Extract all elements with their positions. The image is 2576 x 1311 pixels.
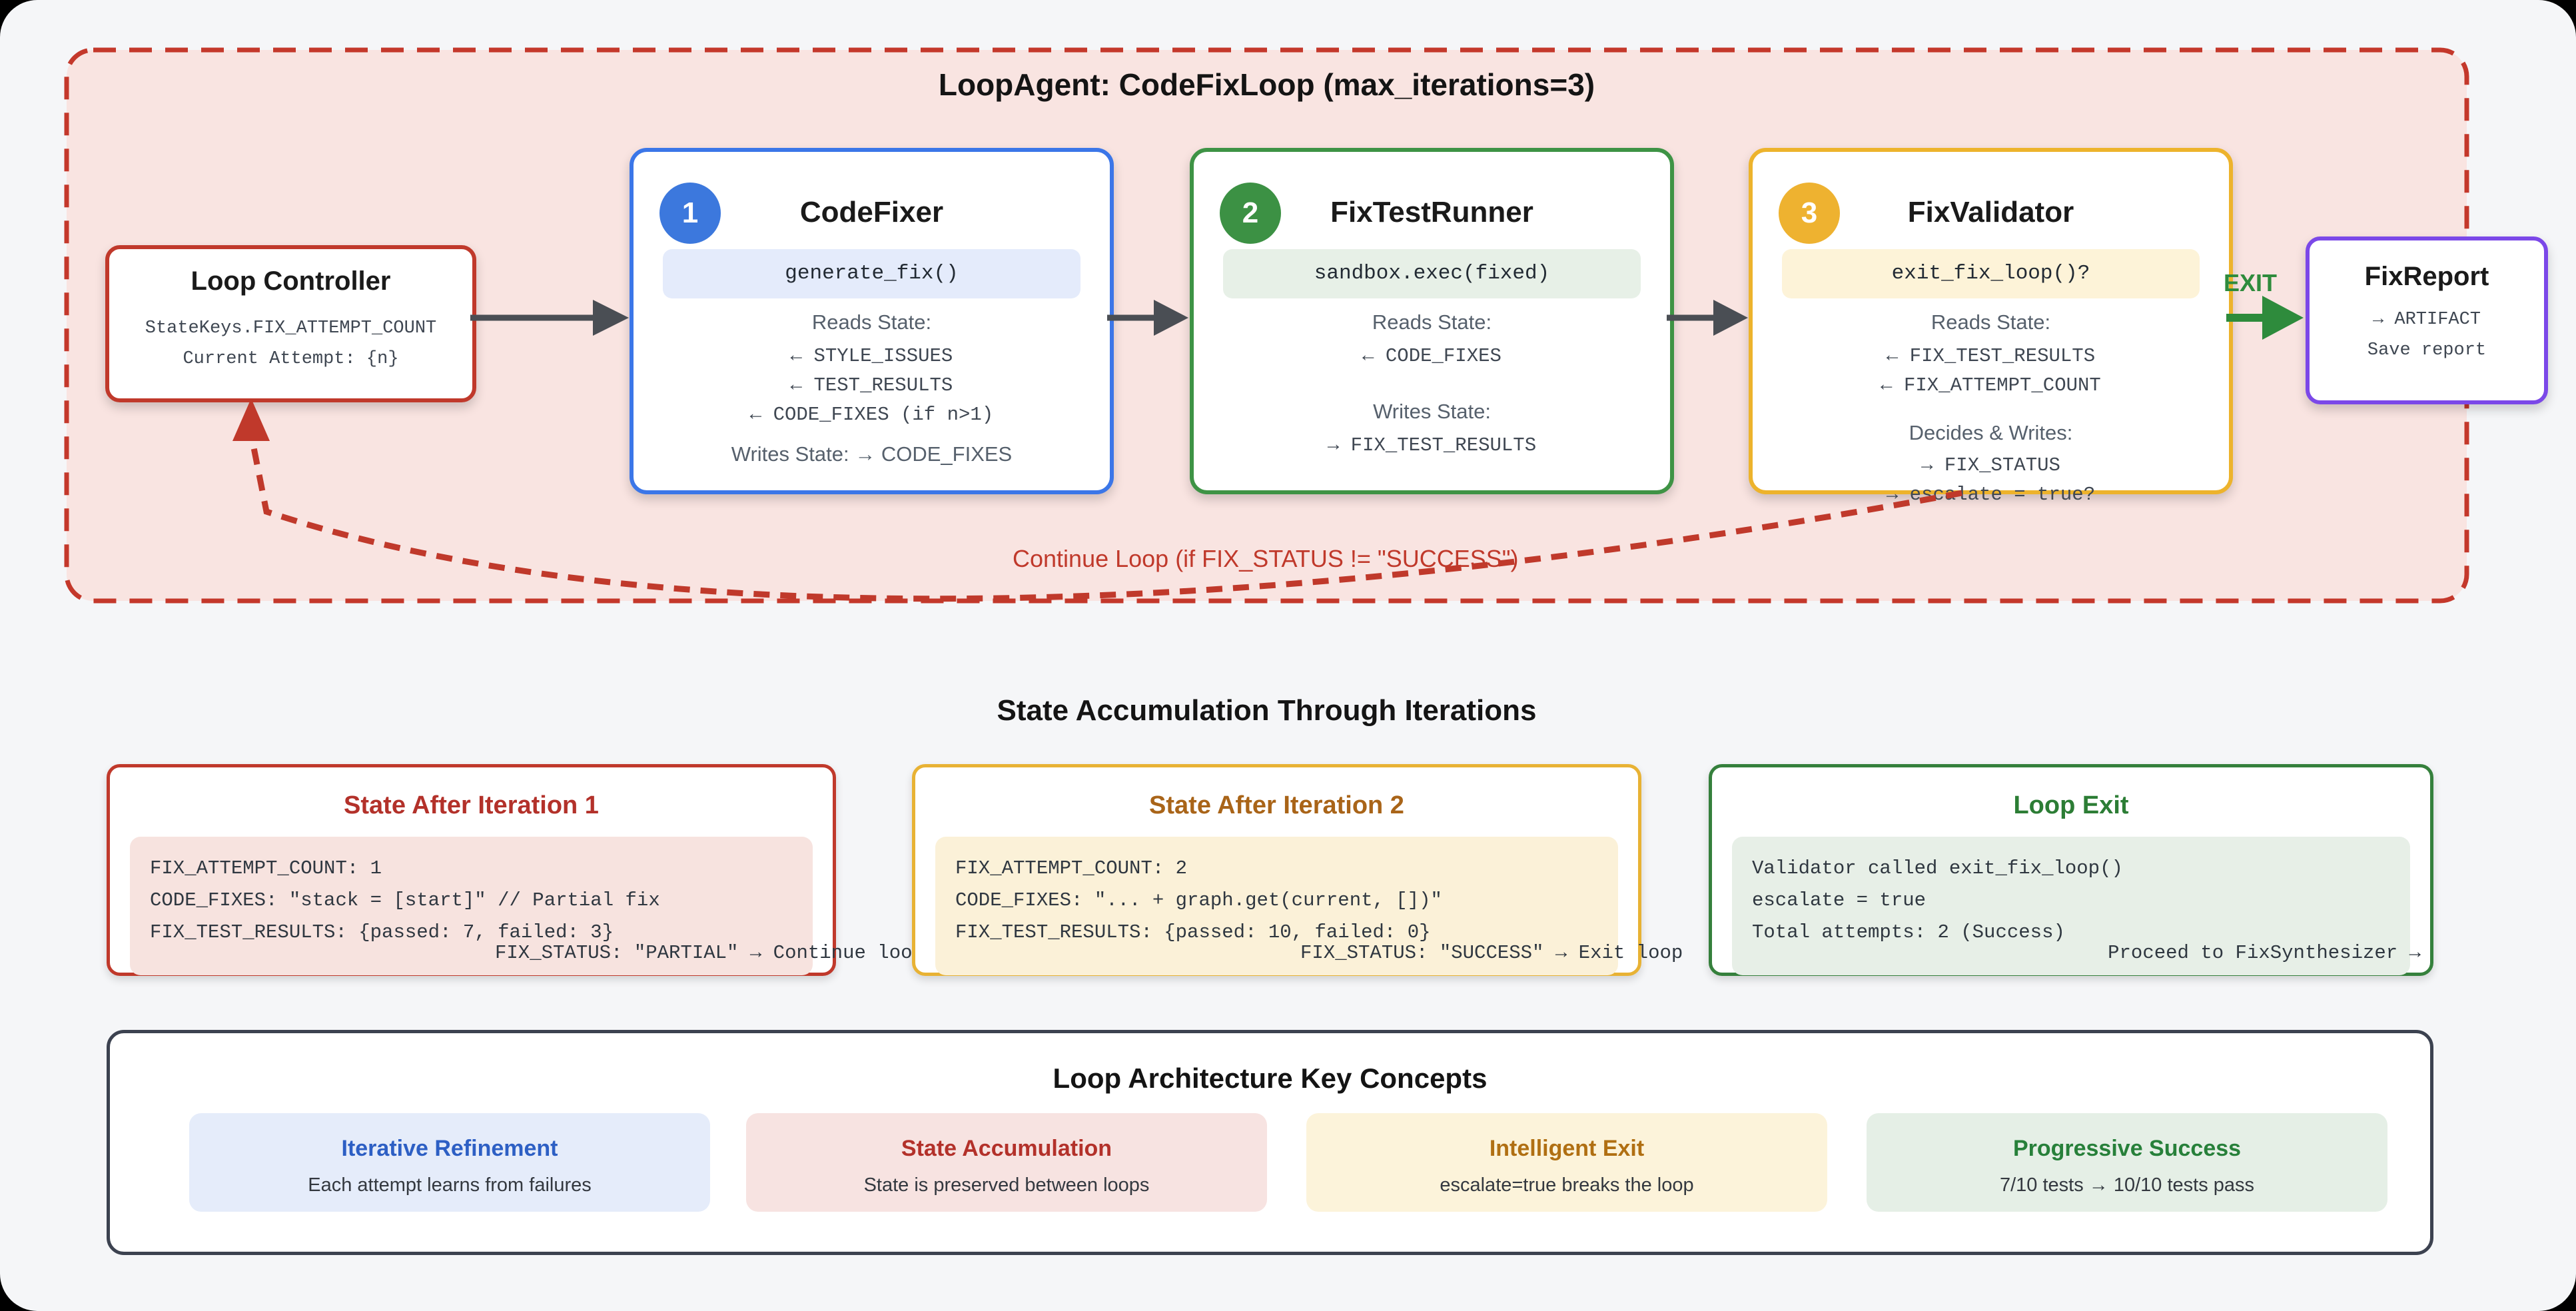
concept-card-desc: escalate=true breaks the loop xyxy=(1440,1174,1694,1196)
state-box-loop-exit: Loop Exit Validator called exit_fix_loop… xyxy=(1709,764,2433,976)
state-box-2-code: FIX_ATTEMPT_COUNT: 2 CODE_FIXES: "... + … xyxy=(935,837,1618,975)
state-box-2-title: State After Iteration 2 xyxy=(1149,791,1404,819)
codefixer-reads-item: ← STYLE_ISSUES xyxy=(790,345,953,367)
concept-card-desc: 7/10 tests → 10/10 tests pass xyxy=(1999,1174,2255,1196)
state-box-iteration-2: State After Iteration 2 FIX_ATTEMPT_COUN… xyxy=(912,764,1683,976)
fixvalidator-title: FixValidator xyxy=(1907,196,2074,228)
exit-arrow xyxy=(2226,296,2304,340)
exit-label: EXIT xyxy=(2224,269,2278,296)
loop-controller-box: Loop Controller StateKeys.FIX_ATTEMPT_CO… xyxy=(105,245,476,402)
fixtestrunner-method-pill: sandbox.exec(fixed) xyxy=(1223,249,1641,298)
fixvalidator-writes-label: Decides & Writes: xyxy=(1909,421,2073,444)
continue-loop-dashed-arrow xyxy=(232,398,1962,602)
step-3-badge: 3 xyxy=(1779,183,1840,244)
loop-controller-statekey: StateKeys.FIX_ATTEMPT_COUNT xyxy=(145,318,437,338)
loop-controller-title: Loop Controller xyxy=(191,266,391,296)
concept-card-state-accumulation: State Accumulation State is preserved be… xyxy=(746,1113,1267,1212)
loop-controller-attempt: Current Attempt: {n} xyxy=(183,349,399,369)
loop-container-title: LoopAgent: CodeFixLoop (max_iterations=3… xyxy=(938,67,1595,102)
state-box-iteration-1: State After Iteration 1 FIX_ATTEMPT_COUN… xyxy=(107,764,924,976)
concept-card-title: Iterative Refinement xyxy=(341,1136,558,1161)
fixtestrunner-reads-item: ← CODE_FIXES xyxy=(1362,345,1502,367)
state-box-1-code: FIX_ATTEMPT_COUNT: 1 CODE_FIXES: "stack … xyxy=(130,837,813,975)
codefixer-title: CodeFixer xyxy=(799,196,944,228)
fixtestrunner-writes-label: Writes State: xyxy=(1373,400,1491,423)
codefixer-reads-label: Reads State: xyxy=(811,310,932,334)
concept-card-intelligent-exit: Intelligent Exit escalate=true breaks th… xyxy=(1306,1113,1827,1212)
arrow-codefixer-to-fixtestrunner xyxy=(1107,300,1188,336)
codefixer-reads-item: ← TEST_RESULTS xyxy=(790,374,953,396)
code-line: Total attempts: 2 (Success) xyxy=(1752,921,2065,943)
code-line: CODE_FIXES: "stack = [start]" // Partial… xyxy=(150,889,660,911)
codefixer-reads-item: ← CODE_FIXES (if n>1) xyxy=(749,404,994,426)
fixtestrunner-writes-item: → FIX_TEST_RESULTS xyxy=(1327,434,1537,456)
concept-card-desc: State is preserved between loops xyxy=(863,1174,1150,1196)
state-box-1-outcome: FIX_STATUS: "PARTIAL" → Continue loop xyxy=(495,942,924,964)
fixtestrunner-reads-label: Reads State: xyxy=(1372,310,1492,334)
code-line: FIX_ATTEMPT_COUNT: 1 xyxy=(150,857,382,879)
concept-card-desc: Each attempt learns from failures xyxy=(308,1174,592,1196)
code-line: FIX_TEST_RESULTS: {passed: 10, failed: 0… xyxy=(955,921,1431,943)
fixvalidator-method-pill: exit_fix_loop()? xyxy=(1782,249,2200,298)
state-box-3-code: Validator called exit_fix_loop() escalat… xyxy=(1732,837,2410,975)
fixvalidator-reads-item: ← FIX_ATTEMPT_COUNT xyxy=(1881,374,2101,396)
code-line: CODE_FIXES: "... + graph.get(current, []… xyxy=(955,889,1442,911)
fixreport-save-line: Save report xyxy=(2367,340,2487,360)
continue-loop-label: Continue Loop (if FIX_STATUS != "SUCCESS… xyxy=(1013,545,1519,572)
fixtestrunner-title: FixTestRunner xyxy=(1330,196,1533,228)
key-concepts-title: Loop Architecture Key Concepts xyxy=(1053,1063,1488,1094)
codefixer-writes-label: Writes State: → CODE_FIXES xyxy=(731,442,1013,466)
state-box-1-title: State After Iteration 1 xyxy=(344,791,599,819)
fixreport-box: FixReport → ARTIFACT Save report xyxy=(2306,236,2548,404)
step-2-badge: 2 xyxy=(1220,183,1281,244)
state-section-title: State Accumulation Through Iterations xyxy=(997,694,1537,727)
arrow-fixtestrunner-to-fixvalidator xyxy=(1667,300,1748,336)
concept-card-iterative-refinement: Iterative Refinement Each attempt learns… xyxy=(189,1113,710,1212)
agent-box-fixtestrunner: 2 FixTestRunner sandbox.exec(fixed) Read… xyxy=(1190,148,1674,494)
agent-box-codefixer: 1 CodeFixer generate_fix() Reads State: … xyxy=(630,148,1114,494)
agent-box-fixvalidator: 3 FixValidator exit_fix_loop()? Reads St… xyxy=(1749,148,2233,506)
code-line: FIX_TEST_RESULTS: {passed: 7, failed: 3} xyxy=(150,921,614,943)
key-concepts-panel: Loop Architecture Key Concepts Iterative… xyxy=(107,1030,2433,1255)
fixreport-title: FixReport xyxy=(2364,262,2489,291)
codefixer-method-pill: generate_fix() xyxy=(663,249,1080,298)
code-line: FIX_ATTEMPT_COUNT: 2 xyxy=(955,857,1188,879)
code-line: escalate = true xyxy=(1752,889,1927,911)
step-1-badge: 1 xyxy=(659,183,721,244)
fixvalidator-reads-label: Reads State: xyxy=(1931,310,2051,334)
concept-card-title: Intelligent Exit xyxy=(1489,1136,1645,1161)
fixvalidator-reads-item: ← FIX_TEST_RESULTS xyxy=(1886,345,2096,367)
concept-card-title: State Accumulation xyxy=(901,1136,1112,1161)
fixreport-artifact-line: → ARTIFACT xyxy=(2372,310,2481,330)
state-box-3-title: Loop Exit xyxy=(2013,791,2129,819)
state-box-2-outcome: FIX_STATUS: "SUCCESS" → Exit loop xyxy=(1300,942,1683,964)
arrow-controller-to-codefixer xyxy=(470,300,629,336)
concept-card-title: Progressive Success xyxy=(2012,1136,2242,1161)
fixvalidator-writes-item: → FIX_STATUS xyxy=(1921,454,2060,476)
concept-card-progressive-success: Progressive Success 7/10 tests → 10/10 t… xyxy=(1867,1113,2387,1212)
code-line: Validator called exit_fix_loop() xyxy=(1752,857,2123,879)
state-box-3-outcome: Proceed to FixSynthesizer → xyxy=(2108,942,2421,964)
